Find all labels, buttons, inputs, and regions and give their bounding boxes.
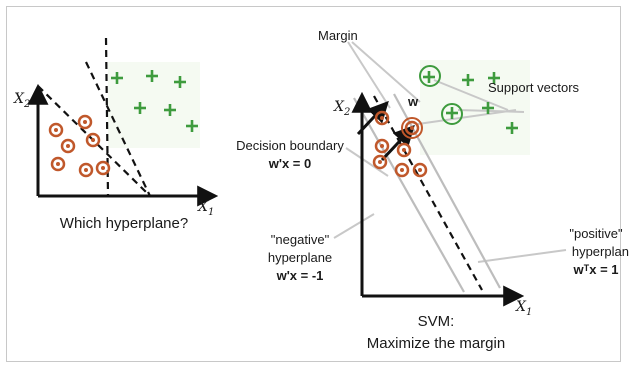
margin-leader-1 [347, 41, 391, 109]
positive-point [146, 70, 158, 82]
right-panel [333, 41, 567, 307]
weight-arrow-1 [356, 100, 389, 136]
left-y-axis-label: X2 [14, 91, 31, 110]
left-x-axis-label: X1 [198, 199, 215, 218]
left-hyperplane-2 [85, 61, 151, 197]
support-vector-ring [441, 103, 463, 125]
positive-point [488, 72, 500, 84]
positive-hyperplane-label-2: hyperplane [571, 244, 629, 259]
right-x-axis-label: X1 [516, 299, 533, 318]
negative-point [77, 114, 93, 130]
negative-point [374, 138, 390, 154]
sv-leader-2 [417, 109, 517, 125]
left-hyperplane-1 [104, 37, 110, 197]
margin-label: Margin [318, 28, 358, 43]
positive-hyperplane-equation: wᵀx = 1 [573, 262, 619, 277]
negative-point [48, 122, 64, 138]
left-panel [27, 37, 219, 207]
decision-boundary-label: Decision boundary [236, 138, 344, 153]
positive-point [111, 72, 123, 84]
negative-point [394, 162, 410, 178]
decision-leader [345, 147, 389, 177]
decision-boundary [373, 95, 483, 291]
positive-hp-leader [477, 249, 567, 263]
right-y-axis-label: X2 [334, 99, 351, 118]
negative-point [50, 156, 66, 172]
positive-point [423, 71, 435, 83]
negative-point [396, 142, 412, 158]
positive-point [446, 107, 458, 119]
negative-point [85, 132, 101, 148]
figure-frame [6, 6, 621, 362]
support-vectors-label: Support vectors [488, 80, 580, 95]
weight-arrow-2 [380, 124, 415, 162]
support-vector-ring [419, 65, 441, 87]
negative-point [374, 110, 390, 126]
right-caption-line1: SVM: [417, 313, 455, 330]
negative-hp-leader [333, 213, 375, 239]
sv-leader-1 [433, 79, 509, 111]
negative-point [60, 138, 76, 154]
weight-vector-label: w [408, 94, 419, 109]
decision-boundary-equation: w'x = 0 [268, 156, 312, 171]
positive-point [482, 102, 494, 114]
negative-hyperplane-label: "negative" [270, 232, 330, 247]
left-caption: Which hyperplane? [59, 215, 189, 232]
negative-point [372, 154, 388, 170]
positive-point [134, 102, 146, 114]
positive-point [506, 122, 518, 134]
negative-hyperplane [353, 97, 465, 293]
negative-point [95, 160, 111, 176]
positive-point [174, 76, 186, 88]
right-positive-region [420, 60, 530, 155]
negative-hyperplane-equation: w'x = -1 [276, 268, 324, 283]
sv-leader-3 [457, 109, 525, 113]
margin-leader-2 [351, 41, 421, 103]
negative-point [412, 162, 428, 178]
negative-point [78, 162, 94, 178]
right-caption-line2: Maximize the margin [366, 335, 506, 352]
positive-hyperplane-label: "positive" [569, 226, 623, 241]
positive-point [462, 74, 474, 86]
support-vector-ring [401, 117, 423, 139]
negative-hyperplane-label-2: hyperplane [267, 250, 333, 265]
positive-point [164, 104, 176, 116]
positive-point [186, 120, 198, 132]
negative-point [404, 120, 420, 136]
